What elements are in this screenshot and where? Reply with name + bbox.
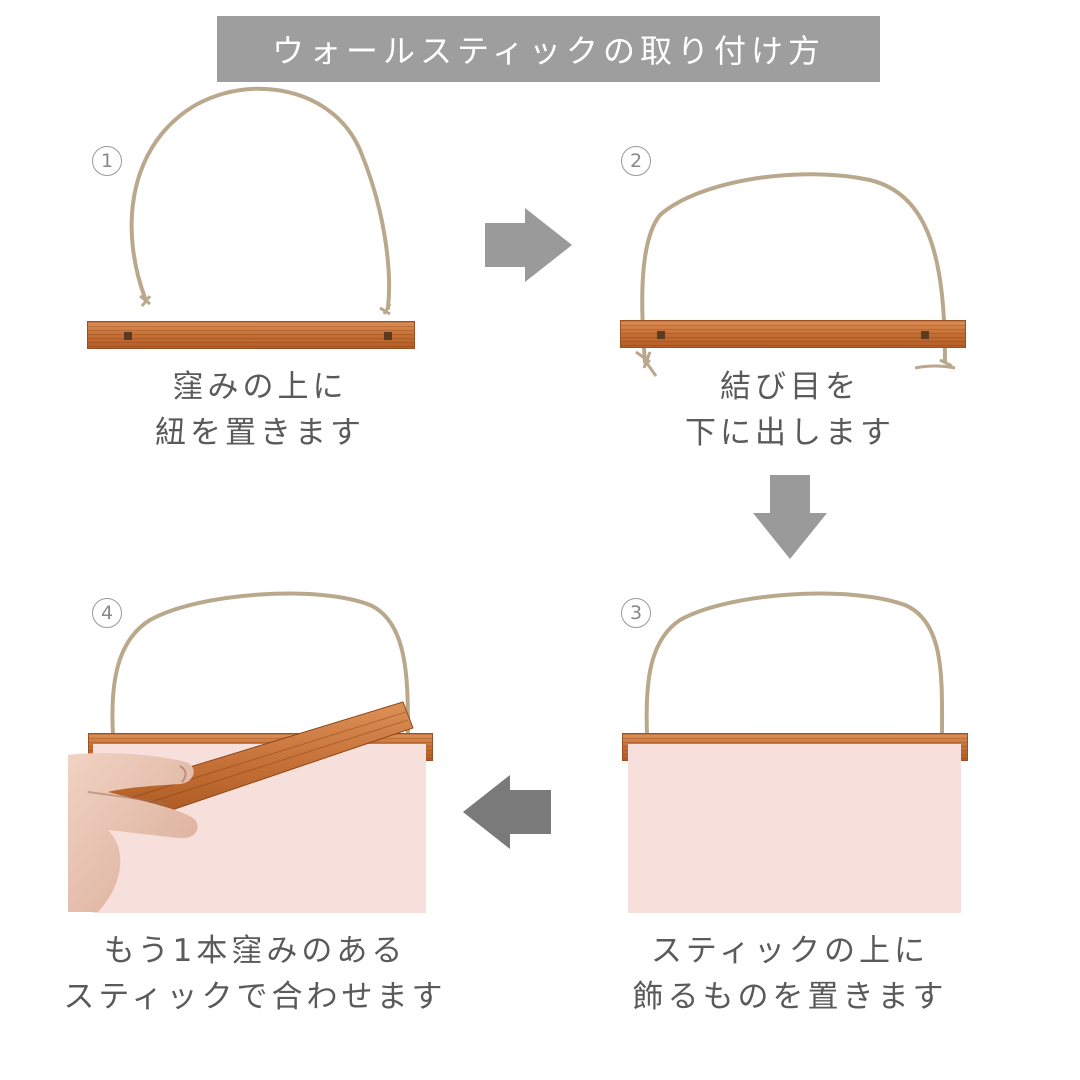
- step-4-caption-line1: もう1本窪みのある: [50, 928, 460, 974]
- step-4-caption-line2: スティックで合わせます: [50, 974, 460, 1020]
- hand-holding-stick-illustration: [68, 700, 428, 915]
- step-4-caption: もう1本窪みのある スティックで合わせます: [50, 928, 460, 1020]
